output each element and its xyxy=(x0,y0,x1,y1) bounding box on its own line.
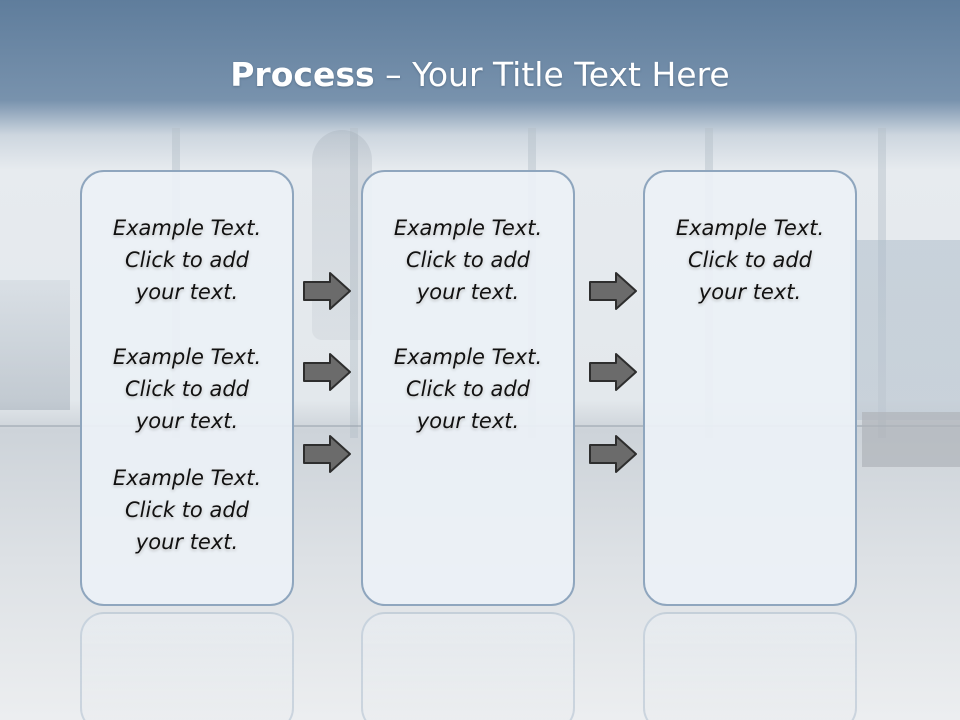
text-line: Example Text. xyxy=(675,216,825,240)
title-rest: – Your Title Text Here xyxy=(374,55,730,94)
text-block[interactable]: Example Text. Click to add your text. xyxy=(363,212,573,308)
right-arrow-icon[interactable] xyxy=(302,352,352,392)
text-line: Example Text. xyxy=(393,216,543,240)
process-box-3[interactable]: Example Text. Click to add your text. xyxy=(643,170,857,606)
slide-title[interactable]: Process – Your Title Text Here xyxy=(0,52,960,98)
box-reflection xyxy=(361,612,575,720)
text-block[interactable]: Example Text. Click to add your text. xyxy=(645,212,855,308)
text-line: Example Text. xyxy=(393,345,543,369)
text-line: Click to add xyxy=(405,248,530,272)
text-line: your text. xyxy=(135,409,239,433)
text-line: Example Text. xyxy=(112,216,262,240)
process-box-2[interactable]: Example Text. Click to add your text. Ex… xyxy=(361,170,575,606)
right-arrow-icon[interactable] xyxy=(588,271,638,311)
text-line: Example Text. xyxy=(112,466,262,490)
text-line: your text. xyxy=(698,280,802,304)
text-block[interactable]: Example Text. Click to add your text. xyxy=(82,341,292,437)
text-line: Click to add xyxy=(124,377,249,401)
city-skyline xyxy=(850,240,960,420)
background-table xyxy=(862,412,960,467)
right-arrow-icon[interactable] xyxy=(302,271,352,311)
right-arrow-icon[interactable] xyxy=(588,434,638,474)
text-block[interactable]: Example Text. Click to add your text. xyxy=(82,462,292,558)
text-line: your text. xyxy=(135,530,239,554)
window-mullion xyxy=(350,128,358,438)
process-box-1[interactable]: Example Text. Click to add your text. Ex… xyxy=(80,170,294,606)
text-line: Click to add xyxy=(687,248,812,272)
text-line: Click to add xyxy=(124,498,249,522)
text-block[interactable]: Example Text. Click to add your text. xyxy=(363,341,573,437)
text-line: your text. xyxy=(135,280,239,304)
right-arrow-icon[interactable] xyxy=(588,352,638,392)
text-line: your text. xyxy=(416,409,520,433)
city-skyline-left xyxy=(0,280,70,410)
text-line: your text. xyxy=(416,280,520,304)
text-line: Click to add xyxy=(124,248,249,272)
text-block[interactable]: Example Text. Click to add your text. xyxy=(82,212,292,308)
text-line: Click to add xyxy=(405,377,530,401)
title-bold: Process xyxy=(230,55,375,94)
right-arrow-icon[interactable] xyxy=(302,434,352,474)
box-reflection xyxy=(80,612,294,720)
box-reflection xyxy=(643,612,857,720)
text-line: Example Text. xyxy=(112,345,262,369)
